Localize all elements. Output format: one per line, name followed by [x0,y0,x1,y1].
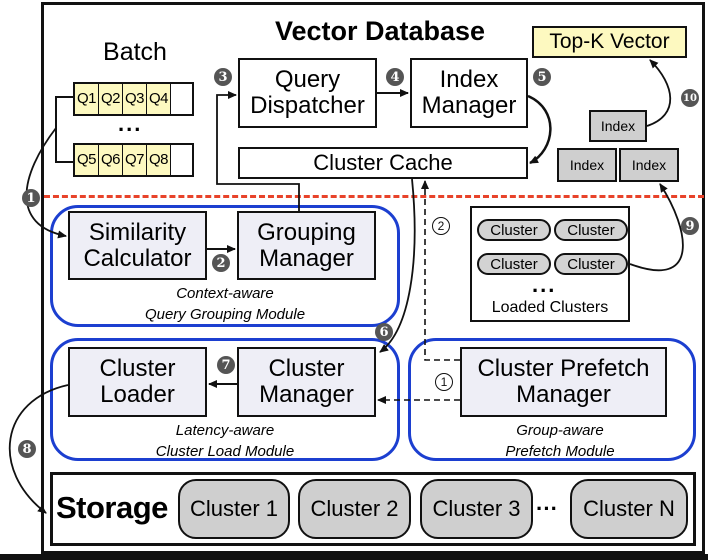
prefetch-manager-line2: Manager [516,381,611,408]
query-dispatcher-line2: Dispatcher [250,92,365,119]
loaded-clusters-label: Loaded Clusters [491,299,609,316]
arrow-step6 [379,178,416,353]
batch-bracket [55,96,73,163]
step-4-badge: 4 [386,68,404,86]
arrow-step5 [527,94,552,165]
storage-cluster: Cluster 3 [420,479,533,539]
module-label-line2: Prefetch Module [505,443,615,460]
separator-line [44,195,704,198]
loaded-cluster: Cluster [477,219,551,241]
loaded-clusters-ellipsis: ... [532,272,557,297]
batch-row-2: Q5 Q6 Q7 Q8 [73,143,194,177]
cluster-loader-line1: Cluster [99,355,176,383]
module-label-line1: Context-aware [176,285,274,302]
arrow-prefetch-2 [421,180,460,361]
step-7-badge: 7 [217,356,235,374]
module-label-line2: Cluster Load Module [155,443,295,460]
index-block: Index [557,148,617,182]
query-item: Q3 [123,84,147,114]
cluster-cache: Cluster Cache [238,147,528,179]
query-item: Q2 [99,84,123,114]
storage-cluster: Cluster N [570,479,688,539]
query-item: Q1 [75,84,99,114]
query-grouping-module [50,205,400,327]
query-item: Q5 [75,145,99,175]
index-block: Index [619,148,679,182]
grouping-manager-line2: Manager [259,244,354,272]
cluster-loader-line2: Loader [100,381,175,408]
topk-vector: Top-K Vector [532,26,687,58]
module-label-line1: Group-aware [516,422,604,439]
prefetch-step-1-badge: 1 [435,373,453,391]
vector-database-frame [41,2,705,554]
batch-ellipsis: ... [118,111,143,136]
prefetch-step-2-badge: 2 [432,217,450,235]
batch-row-1: Q1 Q2 Q3 Q4 [73,82,194,116]
query-item: Q6 [99,145,123,175]
step-5-badge: 5 [533,68,551,86]
step-2-badge: 2 [212,254,230,272]
step-10-badge: 10 [681,89,699,107]
query-item: Q8 [147,145,171,175]
loaded-cluster: Cluster [554,253,628,275]
similarity-calculator-line1: Similarity [88,218,187,246]
step-9-badge: 9 [681,217,699,235]
grouping-manager-line1: Grouping [257,218,356,246]
step-8-badge: 8 [18,440,36,458]
module-label-line2: Query Grouping Module [144,306,306,323]
arrow-step9 [629,183,684,272]
query-item: Q4 [147,84,171,114]
module-label-line1: Latency-aware [175,422,275,439]
step-6-badge: 6 [375,323,393,341]
index-block: Index [589,110,647,142]
diagram-title: Vector Database [274,16,486,46]
storage-cluster: Cluster 2 [298,479,411,539]
cluster-manager-line2: Manager [259,381,354,408]
storage-label: Storage [56,490,168,525]
query-dispatcher-line1: Query [274,66,341,94]
empty-slot [171,145,192,175]
bottom-border [0,554,708,560]
arrow-step10 [646,59,672,127]
similarity-calculator-line2: Calculator [83,244,192,272]
prefetch-manager-line1: Cluster Prefetch [477,355,650,383]
arrow-step1 [25,127,67,239]
step-3-badge: 3 [214,68,232,86]
batch-label: Batch [103,38,167,66]
storage-ellipsis: ··· [536,496,558,521]
index-manager-line2: Manager [421,92,517,119]
storage-panel [50,472,696,546]
storage-cluster: Cluster 1 [178,479,290,539]
loaded-cluster: Cluster [554,219,628,241]
loaded-cluster: Cluster [477,253,551,275]
step-1-badge: 1 [22,189,40,207]
cluster-manager-line1: Cluster [268,355,345,383]
arrow-step8 [9,384,69,514]
query-item: Q7 [123,145,147,175]
arrow-step3 [216,91,300,211]
empty-slot [171,84,192,114]
index-manager-line1: Index [439,66,499,94]
